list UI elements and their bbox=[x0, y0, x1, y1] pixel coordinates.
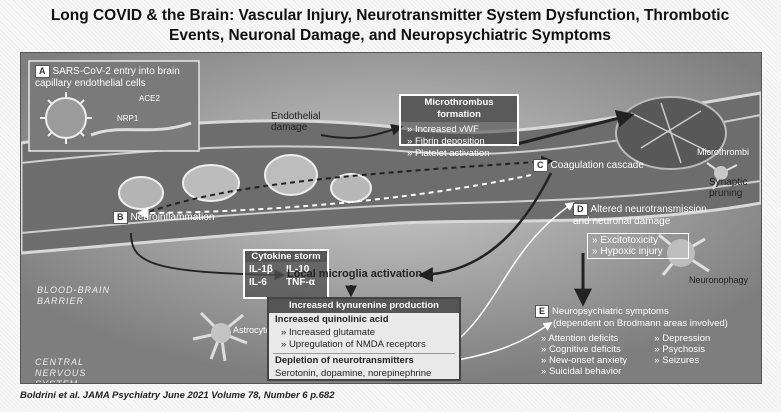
microthrombus-box: Microthrombus formation Increased vWF Fi… bbox=[399, 94, 519, 146]
quinolinic-item: Upregulation of NMDA receptors bbox=[281, 339, 447, 351]
cytokine-item: IL-1β bbox=[249, 263, 286, 276]
coagulation-badge: C bbox=[533, 159, 548, 172]
coagulation-text: Coagulation cascade bbox=[551, 160, 644, 171]
microthrombi-label: Microthrombi bbox=[697, 147, 749, 158]
panel-d-item-text: Hypoxic injury bbox=[600, 246, 662, 257]
nrp1-label: NRP1 bbox=[117, 113, 138, 124]
panel-d-item: » Excitotoxicity bbox=[592, 235, 684, 246]
bbb-label: BLOOD-BRAIN BARRIER bbox=[37, 285, 157, 307]
panel-d-badge: D bbox=[573, 203, 588, 216]
microthrombus-header: Microthrombus formation bbox=[401, 96, 517, 122]
symptom-item: Psychosis bbox=[654, 344, 747, 355]
neuroinflammation-text: Neuroinflammation bbox=[131, 212, 215, 223]
endothelial-damage-label: Endothelial damage bbox=[271, 111, 341, 133]
symptom-item: Depression bbox=[654, 333, 747, 344]
neuroinflammation-badge: B bbox=[113, 211, 128, 224]
citation: Boldrini et al. JAMA Psychiatry June 202… bbox=[20, 390, 335, 401]
astrocyte-label: Astrocyte bbox=[233, 325, 271, 336]
red-blood-cell bbox=[265, 155, 317, 195]
panel-e-badge: E bbox=[535, 305, 549, 318]
kynurenine-header: Increased kynurenine production bbox=[269, 299, 459, 313]
panel-d-item-text: Excitotoxicity bbox=[600, 235, 658, 246]
panel-d-list: » Excitotoxicity » Hypoxic injury bbox=[587, 233, 689, 259]
microthrombus-item: Platelet activation bbox=[407, 148, 511, 160]
microthrombus-item: Increased vWF bbox=[407, 124, 511, 136]
panel-e-text: Neuropsychiatric symptoms bbox=[552, 306, 669, 317]
symptom-item: Attention deficits bbox=[541, 333, 654, 344]
panel-a-text: SARS-CoV-2 entry into brain capillary en… bbox=[35, 66, 180, 89]
quinolinic-item: Increased glutamate bbox=[281, 327, 447, 339]
figure-title: Long COVID & the Brain: Vascular Injury,… bbox=[40, 6, 740, 46]
symptom-item: Suicidal behavior bbox=[541, 366, 654, 377]
cns-label: CENTRAL NERVOUS SYSTEM bbox=[35, 357, 125, 384]
symptom-list: Attention deficits Depression Cognitive … bbox=[541, 333, 747, 377]
symptom-item: Seizures bbox=[654, 355, 747, 366]
depletion-label: Depletion of neurotransmitters bbox=[269, 354, 459, 368]
neuronophagy-label: Neuronophagy bbox=[689, 275, 748, 286]
microthrombus-item: Fibrin deposition bbox=[407, 136, 511, 148]
red-blood-cell bbox=[119, 177, 163, 209]
ace2-label: ACE2 bbox=[139, 93, 160, 104]
panel-a-badge: A bbox=[35, 65, 50, 78]
panel-d-text: Altered neurotransmission and neuronal d… bbox=[573, 204, 707, 227]
kynurenine-box: Increased kynurenine production Increase… bbox=[267, 297, 461, 381]
quinolinic-label: Increased quinolinic acid bbox=[269, 313, 459, 327]
cytokine-item: IL-6 bbox=[249, 276, 286, 289]
synaptic-pruning-label: Synaptic pruning bbox=[709, 177, 757, 199]
symptom-item: New-onset anxiety bbox=[541, 355, 654, 366]
local-microglia-label: Local microglia activation bbox=[287, 269, 422, 280]
symptom-item: Cognitive deficits bbox=[541, 344, 654, 355]
cytokine-header: Cytokine storm bbox=[245, 251, 327, 262]
neurotransmitter-list: Serotonin, dopamine, norepinephrine bbox=[269, 368, 459, 380]
panel-d-item: » Hypoxic injury bbox=[592, 246, 684, 257]
panel-e-sub: (dependent on Brodmann areas involved) bbox=[553, 318, 747, 329]
